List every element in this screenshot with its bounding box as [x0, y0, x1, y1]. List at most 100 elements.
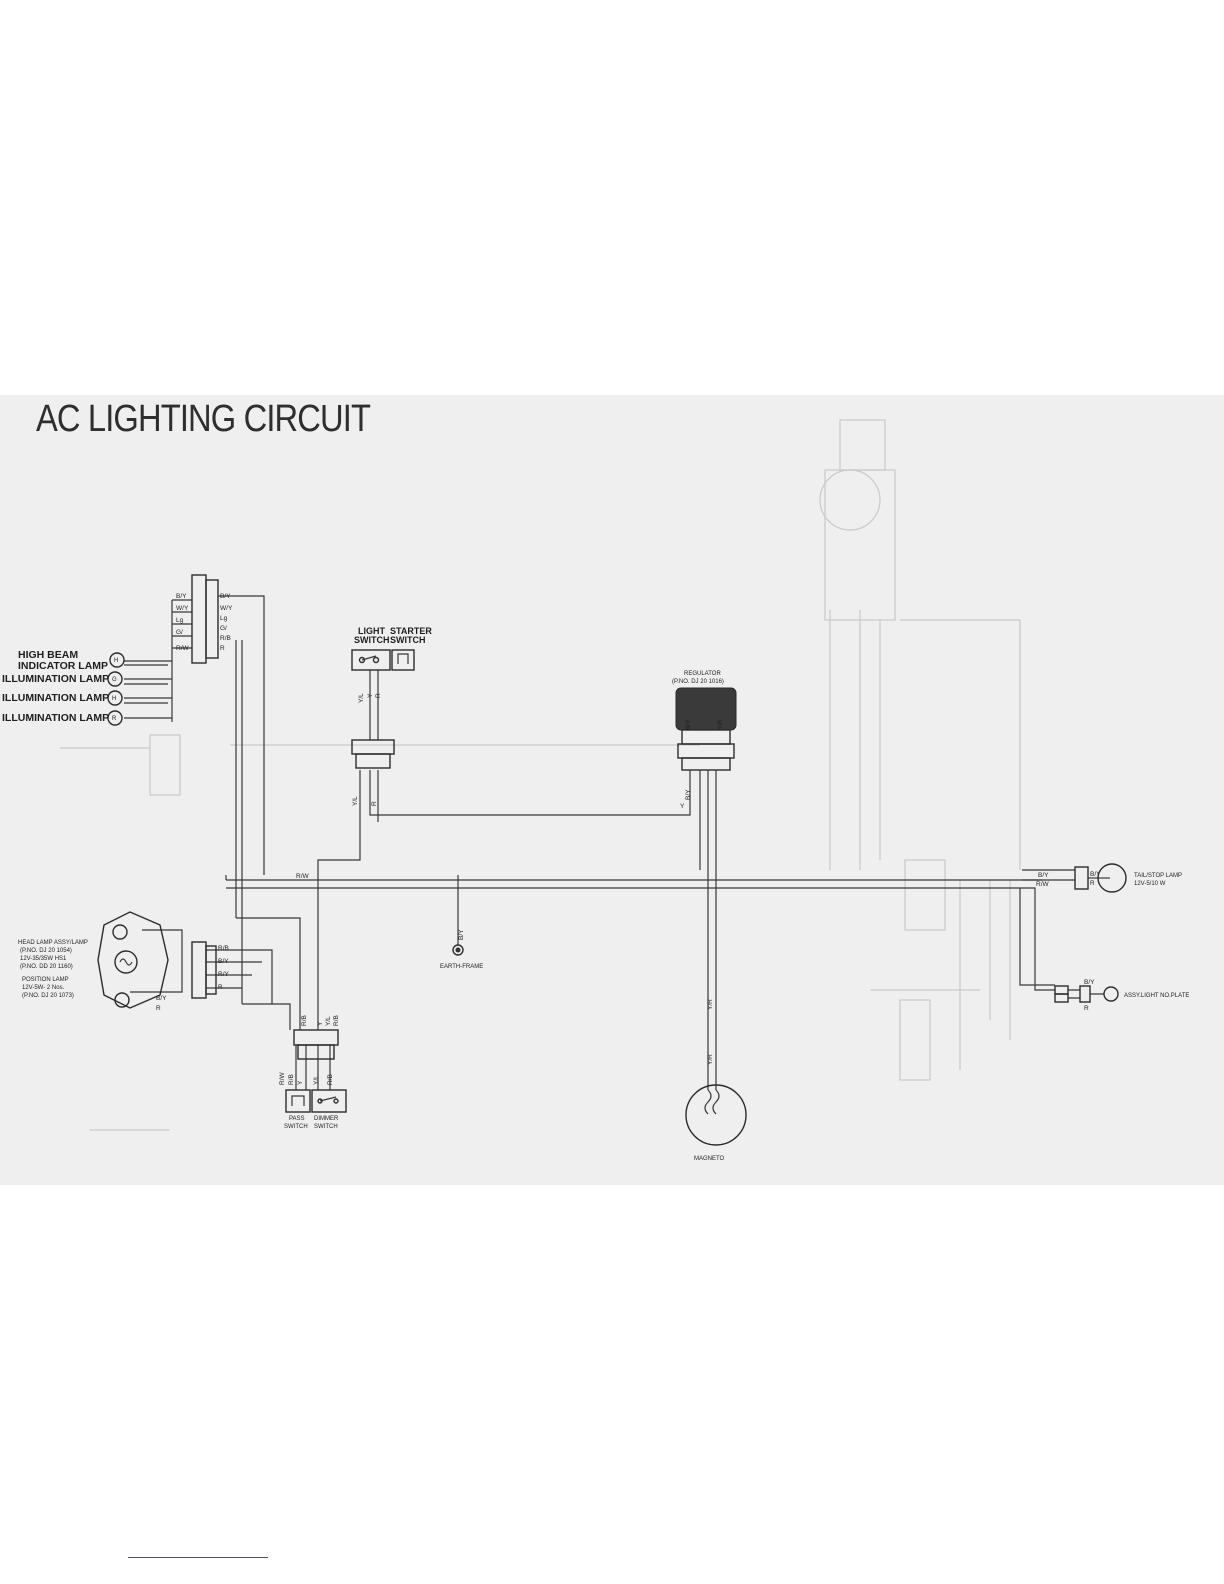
tail-stop-lamp-label: TAIL/STOP LAMP	[1134, 873, 1182, 879]
head-lamp-connector	[191, 941, 217, 999]
wire-label: Y/R	[707, 1054, 714, 1065]
wire-label: W/Y	[176, 605, 189, 612]
regulator-part-number: (P.NO. DJ 20 1016)	[672, 679, 724, 685]
position-lamp-label: POSITION LAMP	[22, 977, 69, 983]
pass-switch-label-line1: PASS	[289, 1116, 305, 1122]
plate-connectors	[1054, 985, 1091, 1003]
dimmer-switch-icon	[311, 1089, 347, 1113]
earth-frame-label: EARTH-FRAME	[440, 964, 483, 970]
wire-label: B/Y	[1090, 871, 1101, 878]
wire-label: Lg	[220, 615, 228, 622]
high-beam-label-line2: INDICATOR LAMP	[18, 660, 108, 672]
wiring	[124, 595, 1104, 1090]
wire-label: Y	[317, 1021, 324, 1026]
light-switch-label-line1: LIGHT	[358, 626, 385, 636]
regulator-label: REGULATOR	[684, 671, 721, 677]
wire-label: R	[218, 984, 223, 991]
tail-stop-lamp-icon	[1097, 863, 1127, 893]
svg-text:H: H	[114, 658, 118, 664]
wire-label: R/B	[220, 635, 231, 642]
wire-label: Y	[367, 693, 374, 698]
starter-switch-label-line1: STARTER	[390, 626, 432, 636]
wire-label: R/B	[218, 945, 229, 952]
head-lamp-icon	[97, 911, 169, 1009]
wire-label: R	[1090, 880, 1095, 887]
light-switch-label-line2: SWITCH	[354, 635, 390, 645]
wire-label: Lg	[176, 617, 184, 624]
illumination-lamp-icon: R	[107, 710, 123, 726]
head-lamp-spec: 12V-35/35W HS1	[20, 956, 67, 962]
left-connector-in-labels: B/Y W/Y Lg G/ R/W	[176, 593, 190, 652]
position-lamp-spec: 12V-5W- 2 Nos.	[22, 985, 65, 991]
wire-label: R/Y	[218, 971, 230, 978]
wire-label: R/B	[327, 1074, 334, 1085]
wire-label: Y/R	[707, 999, 714, 1010]
pass-dimmer-connector	[293, 1029, 339, 1060]
wire-label: R	[371, 801, 378, 806]
head-lamp-bulb-part-no: (P.NO. DD 20 1160)	[20, 964, 73, 970]
wire-label: R/B	[288, 1074, 295, 1085]
wire-label: B/Y	[1038, 872, 1049, 879]
wire-label: R	[156, 1005, 161, 1012]
svg-text:H: H	[112, 696, 116, 702]
wire-label: R/W	[176, 645, 190, 652]
wire-label: Y/R	[717, 719, 724, 730]
dimmer-switch-label-line2: SWITCH	[314, 1124, 338, 1130]
wire-label: R/W	[1036, 881, 1050, 888]
wire-label: Y	[680, 803, 685, 810]
pass-switch-label-line2: SWITCH	[284, 1124, 308, 1130]
tail-stop-lamp-spec: 12V-5/10 W	[1134, 881, 1166, 887]
starter-switch-icon	[391, 649, 415, 671]
regulator-icon	[675, 687, 737, 771]
head-lamp-label: HEAD LAMP ASSY/LAMP	[18, 940, 88, 946]
high-beam-indicator-lamp-icon: H	[109, 652, 125, 668]
svg-text:R: R	[112, 716, 117, 722]
switch-connector	[351, 739, 395, 769]
magneto-icon	[685, 1084, 747, 1146]
dimmer-switch-label-line1: DIMMER	[314, 1116, 339, 1122]
wire-label: B/Y	[156, 995, 167, 1002]
main-wire-label: R/W	[296, 873, 310, 880]
pass-switch-icon	[285, 1089, 311, 1113]
illumination-lamp-label: ILLUMINATION LAMP	[2, 673, 109, 685]
ghost-drawing	[60, 419, 1021, 1131]
magneto-label: MAGNETO	[694, 1156, 725, 1162]
indicator-lamps: H G H R	[107, 652, 125, 726]
wire-label: Y/L	[352, 796, 359, 806]
wire-label: G/	[220, 625, 227, 632]
wire-label: R/B	[333, 1015, 340, 1026]
wire-label: R/W	[279, 1072, 286, 1086]
wire-label: B/Y	[458, 929, 465, 940]
svg-text:G: G	[112, 677, 117, 683]
wire-label: Y/L	[313, 1075, 320, 1085]
wire-label: B/Y	[218, 958, 229, 965]
earth-frame-icon	[452, 944, 464, 956]
wire-label: B/Y	[685, 789, 692, 800]
starter-switch-label-line2: SWITCH	[390, 635, 426, 645]
wire-label: Y/L	[325, 1016, 332, 1026]
tail-connector	[1074, 866, 1089, 890]
wire-label: W/Y	[220, 605, 233, 612]
wire-label: Y	[297, 1080, 304, 1085]
footer-rule	[128, 1557, 268, 1558]
left-connector-out-labels: B/Y W/Y Lg G/ R/B R	[220, 593, 233, 652]
high-beam-label-line1: HIGH BEAM	[18, 649, 78, 661]
wire-label: R	[375, 693, 382, 698]
illumination-lamp-label: ILLUMINATION LAMP	[2, 712, 109, 724]
wire-label: B/Y	[1084, 979, 1095, 986]
wire-label: R	[1084, 1005, 1089, 1012]
number-plate-light-label: ASSY.LIGHT NO.PLATE	[1124, 993, 1189, 999]
number-plate-light-icon	[1103, 986, 1119, 1002]
left-connector	[191, 574, 219, 664]
wire-label: R	[220, 645, 225, 652]
wire-label: B/Y	[176, 593, 187, 600]
wire-label: Y/L	[358, 693, 365, 703]
diagram-title: AC LIGHTING CIRCUIT	[36, 398, 371, 440]
position-lamp-part-no: (P.NO. DJ 20 1073)	[22, 993, 74, 999]
light-switch-icon	[351, 649, 391, 671]
illumination-lamp-label: ILLUMINATION LAMP	[2, 692, 109, 704]
head-lamp-part-no: (P.NO. DJ 20 1054)	[20, 948, 72, 954]
illumination-lamp-icon: G	[107, 671, 123, 687]
wire-label: B/Y	[685, 719, 692, 730]
